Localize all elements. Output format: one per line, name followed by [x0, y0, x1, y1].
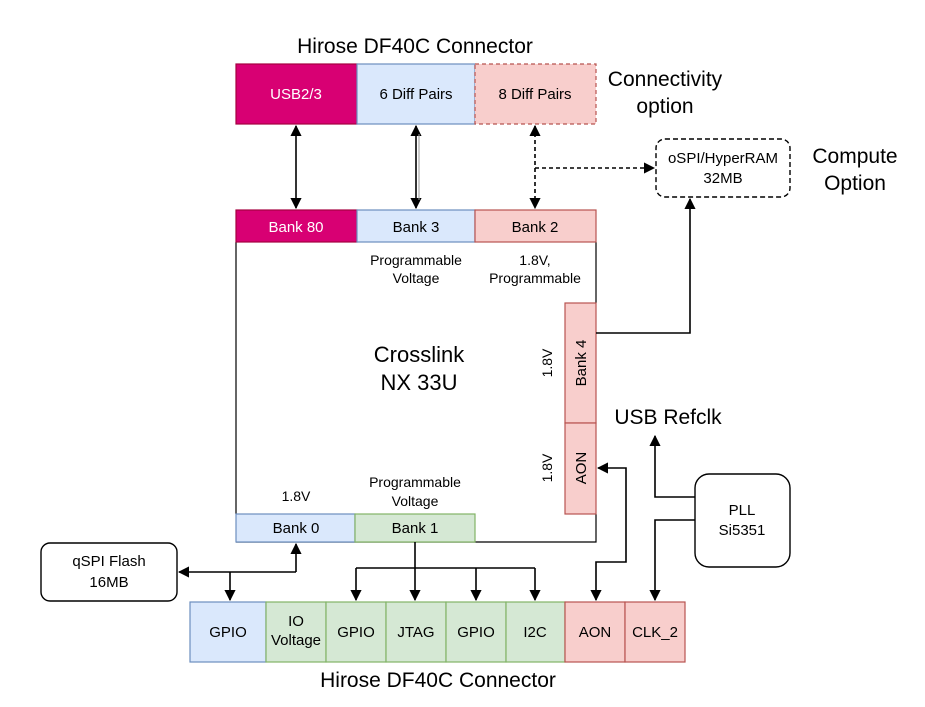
bank3-note: Programmable — [370, 252, 462, 268]
bottom-gpio1-label: GPIO — [209, 624, 247, 641]
bottom-io-label-2: Voltage — [271, 632, 321, 649]
bottom-jtag-block — [385, 601, 447, 663]
compute-option-label-2: Option — [824, 172, 886, 195]
aon-side-label: AON — [573, 452, 590, 485]
usb-block — [235, 63, 358, 125]
bank0-voltage: 1.8V — [282, 488, 311, 504]
flash-block — [40, 542, 178, 602]
bottom-clk2-block — [624, 601, 686, 663]
diff6-label: 6 Diff Pairs — [379, 86, 452, 103]
bottom-gpio3-block — [445, 601, 507, 663]
bottom-connector-title: Hirose DF40C Connector — [320, 669, 556, 692]
bank3-block — [356, 209, 476, 243]
pll-clk2-link — [649, 519, 695, 602]
bank80-block — [235, 209, 358, 243]
bank1-note: Programmable — [369, 474, 461, 490]
bank0-label: Bank 0 — [273, 520, 320, 537]
fpga-name: Crosslink — [374, 342, 465, 367]
bank3-note-2: Voltage — [393, 270, 440, 286]
flash-label: qSPI Flash — [72, 553, 145, 570]
flash-size: 16MB — [89, 574, 128, 591]
diff8-label: 8 Diff Pairs — [498, 86, 571, 103]
bottom-aon-block — [564, 601, 626, 663]
bank2-label: Bank 2 — [512, 219, 559, 236]
pll-block — [694, 473, 791, 568]
bottom-gpio2-label: GPIO — [337, 624, 375, 641]
bank4-label: Bank 4 — [573, 340, 590, 387]
connectivity-option-label: Connectivity — [608, 68, 723, 91]
pll-part: Si5351 — [719, 522, 766, 539]
bottom-gpio3-label: GPIO — [457, 624, 495, 641]
bank4-block — [564, 302, 597, 424]
usb-refclk-label: USB Refclk — [614, 406, 722, 429]
bank2-note-2: Programmable — [489, 270, 581, 286]
aon-voltage: 1.8V — [539, 453, 555, 482]
diff6-block — [356, 63, 476, 125]
bottom-io-voltage-block — [265, 601, 327, 663]
ram-label: oSPI/HyperRAM — [668, 150, 778, 167]
pll-refclk-link — [649, 434, 695, 498]
bank3-label: Bank 3 — [393, 219, 440, 236]
bottom-i2c-label: I2C — [523, 624, 547, 641]
bank1-label: Bank 1 — [392, 520, 439, 537]
bank80-label: Bank 80 — [268, 219, 323, 236]
bank4-ram-link — [596, 197, 696, 334]
bank4-voltage: 1.8V — [539, 348, 555, 377]
aon-link — [590, 462, 627, 602]
fpga-name-2: NX 33U — [380, 370, 457, 395]
bottom-io-label: IO — [288, 613, 304, 630]
bottom-aon-label: AON — [579, 624, 612, 641]
pll-label: PLL — [729, 502, 756, 519]
diff8-block — [474, 63, 597, 125]
bank2-note: 1.8V, — [519, 252, 550, 268]
ram-size: 32MB — [703, 170, 742, 187]
bank2-block — [474, 209, 597, 243]
compute-option-label: Compute — [812, 145, 897, 168]
bottom-jtag-label: JTAG — [397, 624, 434, 641]
top-connector-title: Hirose DF40C Connector — [297, 35, 533, 58]
bank1-note-2: Voltage — [392, 493, 439, 509]
connectivity-option-label-2: option — [636, 95, 693, 118]
ram-block — [655, 138, 791, 198]
usb-label: USB2/3 — [270, 86, 322, 103]
bottom-i2c-block — [505, 601, 566, 663]
bottom-clk2-label: CLK_2 — [632, 624, 678, 641]
